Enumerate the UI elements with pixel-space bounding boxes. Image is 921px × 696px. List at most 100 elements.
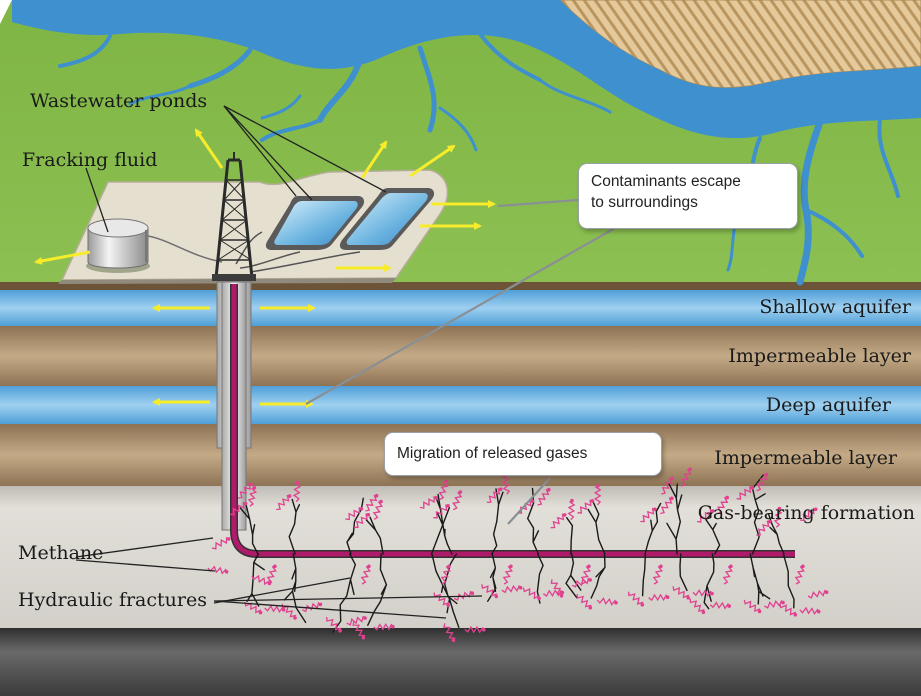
methane-squiggle-head [363, 616, 367, 620]
methane-squiggle-head [470, 591, 475, 595]
impermeable-layer-1-label: Impermeable layer [728, 345, 911, 367]
methane-squiggle-head [757, 609, 762, 614]
methane-squiggle-head [588, 578, 592, 582]
methane-squiggle-head [596, 484, 600, 488]
contaminants-callout-line2: to surroundings [591, 193, 698, 211]
shallow-aquifer-label: Shallow aquifer [759, 296, 911, 318]
fracture-line [430, 507, 450, 555]
methane-squiggle [365, 494, 378, 512]
fracking-fluid-tank [86, 218, 223, 273]
impermeable-layer-2-label: Impermeable layer [714, 447, 897, 469]
migration-callout: Migration of released gases [384, 432, 662, 476]
methane-squiggle [517, 499, 532, 514]
gas-bearing-formation-label: Gas-bearing formation [697, 502, 915, 524]
methane-squiggle [627, 591, 644, 605]
fracture-line [767, 513, 785, 555]
contaminants-callout: Contaminants escape to surroundings [578, 163, 798, 229]
methane-squiggle [593, 486, 602, 506]
methane-squiggle [502, 565, 513, 585]
methane-squiggle-head [665, 595, 670, 599]
methane-squiggle [481, 584, 498, 597]
fracture-line [365, 516, 384, 555]
methane-squiggle [716, 496, 729, 515]
methane-squiggle-head [226, 537, 231, 541]
methane-squiggle [211, 537, 228, 550]
contaminant-arrows-surface [34, 128, 496, 272]
methane-squiggle-head [559, 594, 564, 598]
methane-squiggle [807, 589, 826, 599]
methane-squiggle [501, 584, 520, 594]
methane-squiggle-head [318, 602, 323, 607]
bedrock-layer [0, 628, 921, 696]
methane-squiggle [440, 565, 451, 585]
methane-squiggle-head [446, 504, 450, 508]
deep-aquifer-label: Deep aquifer [765, 394, 891, 416]
methane-squiggle [799, 507, 815, 522]
methane-squiggle-head [379, 499, 383, 504]
methane-squiggle-head [729, 564, 733, 569]
methane-squiggle-head [509, 564, 513, 569]
methane-squiggle-head [281, 607, 286, 612]
leader-lines [75, 105, 483, 619]
methane-squiggle [567, 501, 576, 521]
methane-squiggle-head [670, 476, 674, 481]
fracture-line [288, 498, 301, 555]
methane-squiggle [438, 481, 449, 500]
fracture-line [666, 483, 683, 555]
methane-squiggle-head [537, 596, 541, 601]
methane-squiggle-head [767, 519, 772, 524]
methane-squiggle-head [434, 496, 439, 500]
fracture-line [246, 553, 265, 607]
methane-squiggle-head [498, 487, 503, 492]
methane-squiggle [672, 586, 690, 599]
methane-squiggle [577, 499, 592, 514]
methane-squiggle-head [444, 479, 449, 484]
methane-squiggle [326, 617, 342, 631]
methane-squiggle-head [366, 512, 371, 517]
fracture-line [491, 488, 504, 555]
methane-squiggle-head [588, 605, 593, 610]
contaminants-callout-line1: Contaminants escape [591, 173, 741, 190]
methane-squiggle-head [562, 513, 567, 517]
methane-squiggle-head [374, 493, 379, 498]
methane-squiggle-head [361, 635, 366, 640]
migration-callout-text: Migration of released gases [397, 445, 588, 462]
methane-squiggle-head [494, 594, 499, 599]
methane-squiggle-head [293, 616, 297, 620]
fracture-line [749, 553, 771, 605]
methane-squiggle-head [793, 613, 798, 617]
methane-squiggle [692, 589, 712, 598]
methane-squiggle-head [518, 585, 523, 590]
fracture-line [565, 553, 582, 599]
methane-squiggle-head [777, 506, 782, 511]
methane-squiggle [360, 565, 371, 585]
methane-squiggle [640, 507, 655, 523]
methane-squiggle-head [614, 600, 618, 605]
wastewater-ponds-label: Wastewater ponds [30, 90, 208, 112]
methane-squiggle-head [710, 509, 715, 513]
fracture-line [346, 497, 364, 555]
methane-squiggle [301, 602, 320, 613]
fracture-line [782, 553, 795, 609]
methane-squiggle [352, 621, 366, 637]
methane-squiggle-head [547, 487, 551, 492]
methane-squiggle [756, 520, 770, 536]
methane-squiggle [452, 491, 463, 511]
methane-squiggle [580, 565, 591, 585]
methane-squiggle [743, 599, 761, 613]
methane-squiggle [266, 565, 277, 585]
methane-squiggle [571, 577, 590, 588]
topsoil-edge [0, 282, 921, 290]
methane-squiggle-head [482, 628, 486, 632]
methane-squiggle [689, 598, 705, 612]
methane-squiggle-head [359, 507, 364, 511]
fracture-line [435, 493, 453, 555]
methane-squiggle-head [446, 603, 451, 607]
methane-squiggle-head [273, 564, 277, 569]
methane-squiggle [661, 477, 673, 495]
methane-squiggle-head [224, 570, 229, 574]
methane-squiggle-head [725, 495, 729, 500]
methane-squiggle [537, 488, 550, 506]
fracture-line [487, 553, 497, 602]
